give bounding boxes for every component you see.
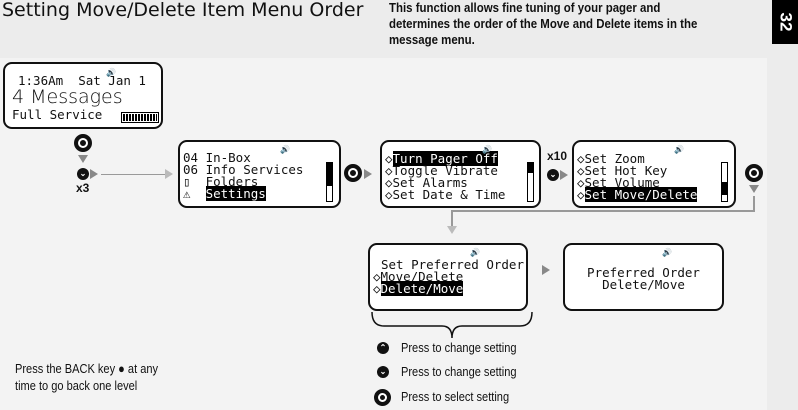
flow-line (451, 210, 453, 226)
arrow-right (364, 169, 372, 179)
scrollbar[interactable] (721, 162, 728, 202)
arrow-right (560, 170, 568, 180)
option-delete-move[interactable]: ◇Delete/Move (373, 281, 464, 296)
arrow-right (542, 265, 550, 275)
back-note-line-1: Press the BACK key ● at any (15, 361, 159, 376)
menu-item[interactable]: ◇Set Volume (577, 175, 660, 190)
brace (371, 311, 533, 339)
menu-item[interactable]: ◇Set Alarms (385, 175, 468, 190)
home-service: Full Service (12, 107, 103, 122)
speaker-icon: 🔊 (106, 68, 116, 77)
menu-item-info-services[interactable]: 06 Info Services (183, 162, 304, 177)
main-menu-screen: 🔊 04 In-Box 06 Info Services ▯ Folders ⚠… (178, 140, 341, 208)
menu-item-folders[interactable]: ▯ Folders (183, 174, 259, 189)
down-button-icon: ⌄ (377, 366, 389, 378)
confirmation-screen: 🔊 Preferred Order Delete/Move (563, 243, 724, 311)
down-button[interactable]: ⌄ (77, 168, 89, 180)
legend-select: Press to select setting (401, 389, 510, 404)
up-button-icon: ⌃ (377, 342, 389, 354)
preferred-order-screen: 🔊 Set Preferred Order ◇Move/Delete ◇Dele… (368, 243, 528, 311)
confirmation-line-1: Preferred Order (587, 265, 700, 280)
speaker-icon: 🔊 (470, 248, 480, 257)
home-messages: 4 Messages (12, 86, 123, 108)
select-button[interactable] (745, 164, 763, 182)
confirmation-line-2: Delete/Move (602, 277, 685, 292)
arrow-down (78, 155, 88, 163)
settings-menu-screen-2: 🔊 ◇Set Zoom ◇Set Hot Key ◇Set Volume ◇Se… (572, 140, 736, 208)
speaker-icon: 🔊 (482, 145, 492, 154)
speaker-icon: 🔊 (674, 145, 684, 154)
speaker-icon: 🔊 (280, 145, 290, 154)
down-button[interactable]: ⌄ (547, 169, 559, 181)
settings-icon: ⚠ (183, 186, 206, 201)
menu-item[interactable]: ◇Set Hot Key (577, 163, 668, 178)
page-description: This function allows fine tuning of your… (389, 0, 698, 47)
repeat-count-x10: x10 (547, 149, 568, 163)
page-number: 32 (772, 0, 798, 44)
home-screen: 🔊 1:36Am Sat Jan 1 4 Messages Full Servi… (3, 62, 163, 129)
repeat-count-x3: x3 (76, 181, 90, 195)
scrollbar[interactable] (527, 162, 534, 202)
menu-item[interactable]: ◇Set Zoom (577, 151, 645, 166)
scrollbar[interactable] (326, 162, 333, 202)
battery-icon (121, 112, 159, 123)
folder-icon: ▯ (183, 174, 206, 189)
select-button-icon (374, 389, 391, 406)
option-move-delete[interactable]: ◇Move/Delete (373, 269, 464, 284)
menu-item[interactable]: ◇Set Move/Delete (577, 187, 698, 202)
menu-item-settings[interactable]: ⚠ Settings (183, 186, 266, 201)
menu-item[interactable]: ◇Turn Pager Off (385, 151, 498, 166)
flow-line (451, 210, 755, 212)
flow-line (753, 196, 755, 211)
menu-item-inbox[interactable]: 04 In-Box (183, 150, 251, 165)
speaker-icon: 🔊 (662, 248, 672, 257)
arrow-down (447, 226, 457, 234)
legend-up: Press to change setting (401, 340, 517, 355)
legend-down: Press to change setting (401, 364, 517, 379)
page-title: Setting Move/Delete Item Menu Order (2, 0, 364, 21)
arrow-right (90, 169, 98, 179)
preferred-order-heading: Set Preferred Order (381, 257, 524, 272)
arrow-right (165, 169, 173, 179)
menu-item[interactable]: ◇Set Date & Time (385, 187, 506, 202)
flow-line (101, 174, 165, 175)
select-button[interactable] (74, 134, 92, 152)
menu-item[interactable]: ◇Toggle Vibrate (385, 163, 498, 178)
select-button[interactable] (344, 164, 362, 182)
home-time: 1:36Am Sat Jan 1 (18, 73, 146, 88)
settings-menu-screen-1: 🔊 ◇Turn Pager Off ◇Toggle Vibrate ◇Set A… (380, 140, 541, 208)
arrow-down (749, 185, 759, 193)
back-note-line-2: time to go back one level (15, 378, 138, 393)
